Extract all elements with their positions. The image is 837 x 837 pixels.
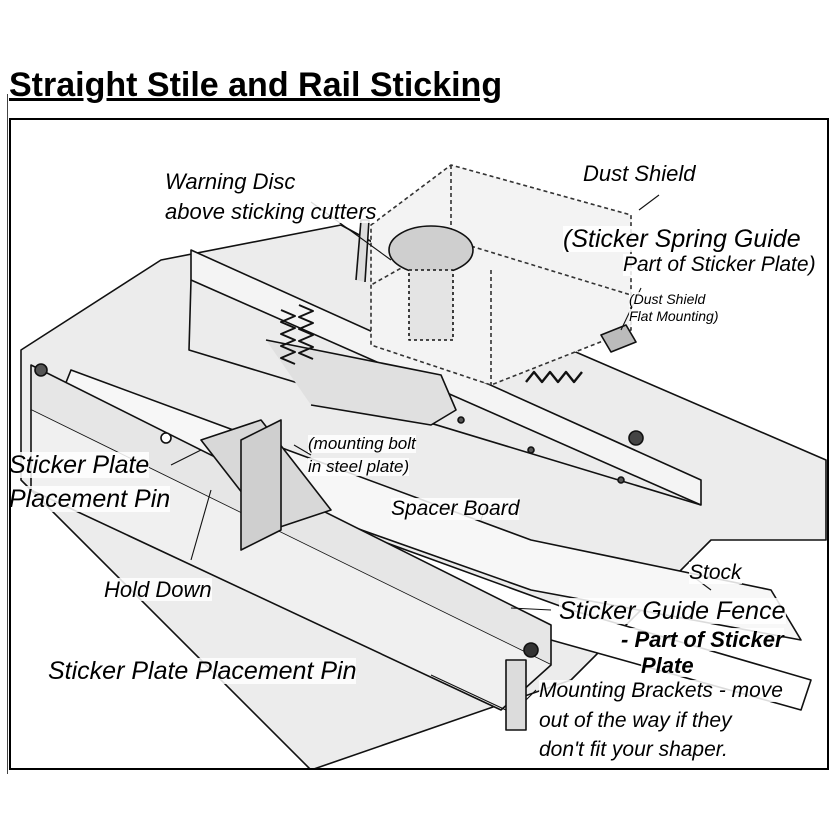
- pin-left: [34, 363, 48, 377]
- label-sticker-plate-pin-1: Sticker Plate: [9, 451, 150, 479]
- label-stock: Stock: [689, 561, 742, 585]
- label-sticker-plate-pin-2: Placement Pin: [9, 485, 171, 513]
- diagram-frame: Warning Disc above sticking cutters Dust…: [9, 118, 829, 770]
- spring-left: [280, 309, 296, 365]
- label-part-of-sticker-2: Plate: [641, 653, 694, 678]
- label-dust-shield-flat-1: (Dust Shield: [629, 291, 706, 307]
- spring-right: [298, 304, 314, 360]
- label-mounting-brackets-1: Mounting Brackets - move: [539, 679, 783, 703]
- hold-down-arm: [265, 339, 457, 426]
- page-edge-line: [7, 94, 8, 774]
- dust-shield-mount: [600, 324, 637, 353]
- page-title: Straight Stile and Rail Sticking: [9, 66, 503, 104]
- label-mounting-brackets-2: out of the way if they: [539, 709, 732, 733]
- label-mounting-brackets-3: don't fit your shaper.: [539, 738, 728, 762]
- label-part-of-sticker-1: - Part of Sticker: [621, 627, 784, 652]
- label-sticker-spring-guide: (Sticker Spring Guide: [563, 225, 801, 253]
- label-warning-disc-2: above sticking cutters: [165, 199, 377, 224]
- pin-right: [523, 642, 539, 658]
- label-mounting-bolt-1: (mounting bolt: [308, 434, 416, 453]
- label-mounting-bolt-2: in steel plate): [308, 457, 410, 476]
- label-dust-shield-flat-2: Flat Mounting): [629, 308, 719, 324]
- label-spacer-board: Spacer Board: [391, 497, 520, 521]
- sticker-spring: [525, 370, 583, 384]
- label-part-of-sticker-plate: Part of Sticker Plate): [623, 253, 816, 277]
- warning-disc: [388, 225, 474, 275]
- label-sticker-plate-placement-pin: Sticker Plate Placement Pin: [48, 657, 357, 685]
- label-warning-disc-1: Warning Disc: [165, 169, 296, 194]
- label-sticker-guide-fence: Sticker Guide Fence: [559, 597, 786, 625]
- label-hold-down: Hold Down: [104, 577, 212, 602]
- front-bracket: [505, 659, 527, 731]
- label-dust-shield: Dust Shield: [583, 161, 696, 186]
